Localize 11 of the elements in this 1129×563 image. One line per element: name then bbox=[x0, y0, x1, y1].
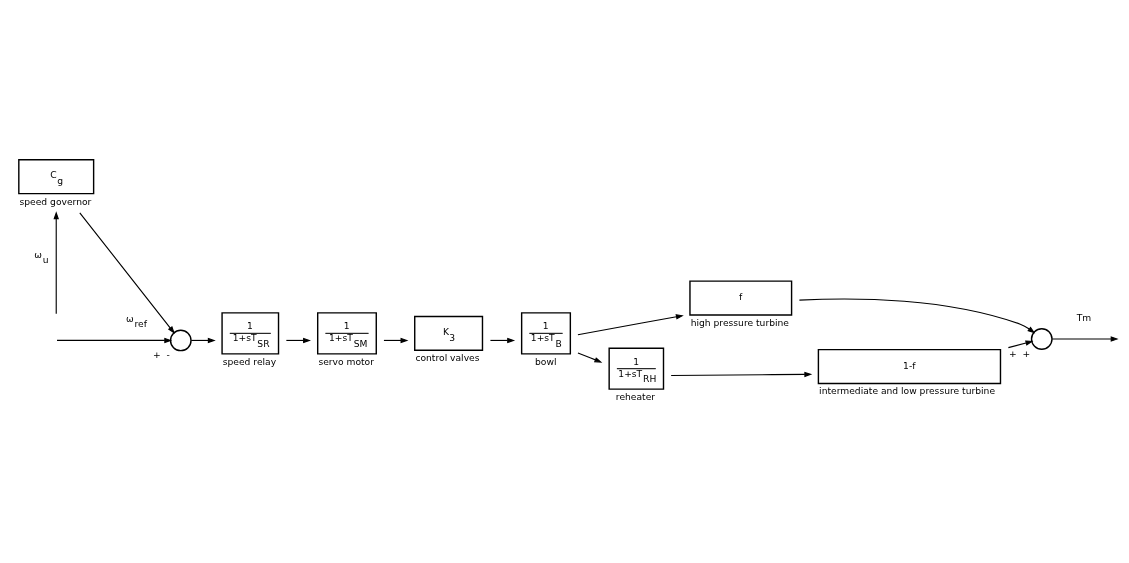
node-label: + - bbox=[152, 349, 170, 360]
edge-label: Tm bbox=[1076, 311, 1092, 323]
node-label: servo motor bbox=[318, 355, 374, 367]
node-label: control valves bbox=[415, 352, 480, 364]
node-label: reheater bbox=[615, 390, 656, 402]
node-label: bowl bbox=[535, 355, 557, 367]
node-label: + + bbox=[1008, 347, 1031, 359]
node-label: high pressure turbine bbox=[690, 316, 789, 328]
node-label: speed relay bbox=[222, 355, 277, 367]
node-label: speed governor bbox=[19, 195, 92, 207]
node-label: intermediate and low pressure turbine bbox=[819, 385, 996, 397]
